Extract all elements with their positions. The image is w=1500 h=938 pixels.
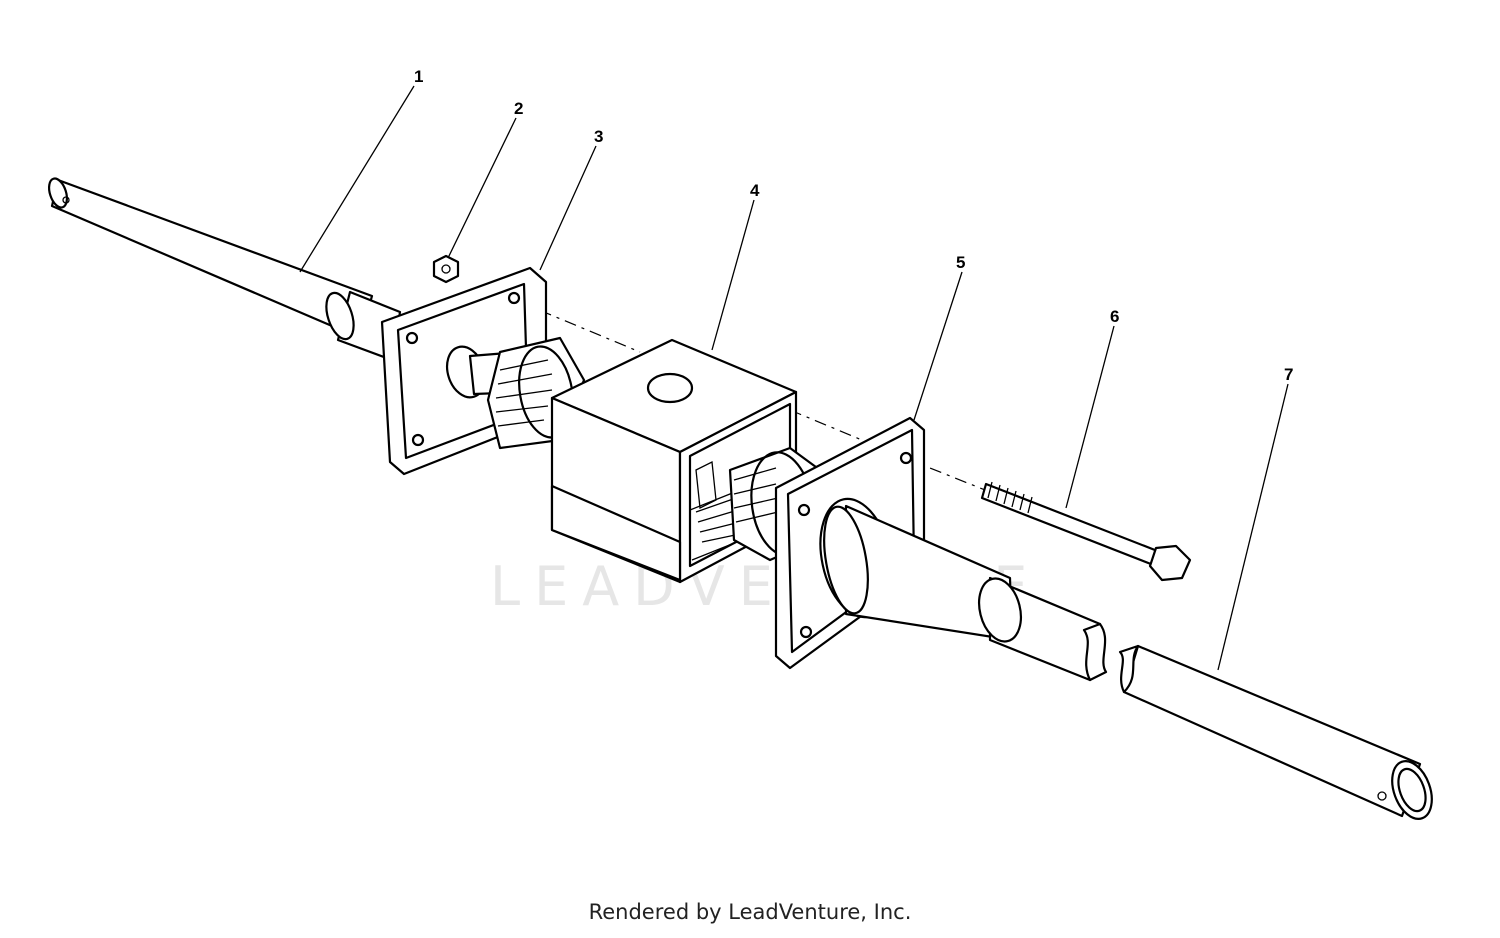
callout-4: 4 [750,181,760,200]
part-4-gear-housing [550,338,798,584]
part-2-nut [432,254,460,284]
leader-lines [299,85,1289,671]
callout-labels: 1 2 3 4 5 6 7 [414,67,1293,384]
callout-6: 6 [1110,307,1119,326]
footer-credit: Rendered by LeadVenture, Inc. [588,900,912,924]
output-tube-upper [823,504,1108,682]
part-1-input-shaft [47,177,402,362]
callout-5: 5 [956,253,965,272]
part-7-output-shaft [1118,644,1433,820]
callout-2: 2 [514,99,523,118]
callout-1: 1 [414,67,423,86]
callout-7: 7 [1284,365,1293,384]
part-6-bolt [980,481,1192,582]
callout-3: 3 [594,127,603,146]
